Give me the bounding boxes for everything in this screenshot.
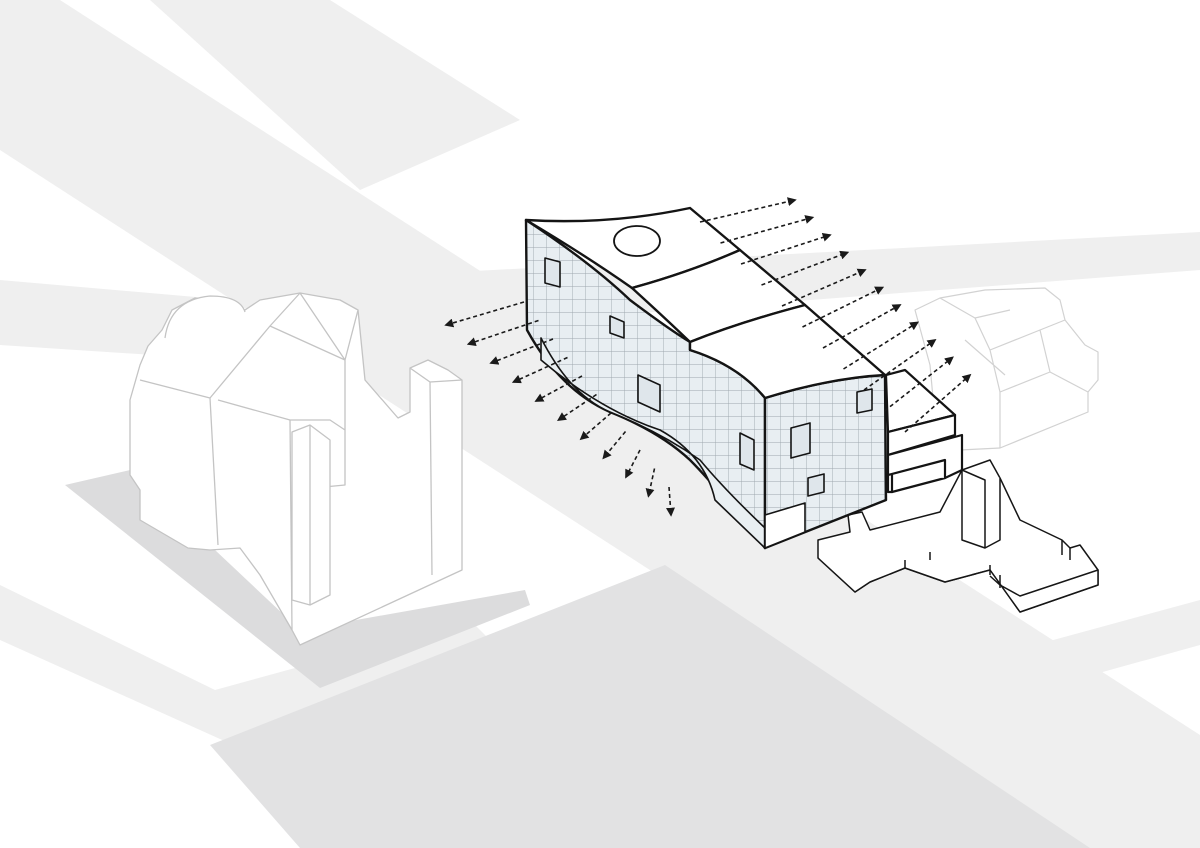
pavilion-tower [961,469,1001,549]
window [739,432,755,471]
context-gable [409,367,463,576]
window [609,315,625,339]
airflow-arrow-southwest [511,356,568,384]
airflow-arrow-southwest [625,449,641,479]
main-facade-southeast-base [764,502,806,549]
window [637,374,661,413]
window [807,473,825,497]
annex-step [886,458,947,494]
airflow-arrows-northeast [699,197,972,433]
window [544,257,561,288]
airflow-arrow-northeast [863,338,937,391]
street-lower-east [870,600,1200,720]
annex-block [884,368,964,494]
window [790,422,811,459]
window [856,388,873,414]
airflow-arrow-northeast [822,304,902,349]
annex-upper-face [886,413,957,457]
airflow-arrows-southwest [444,301,675,517]
airflow-arrow-southwest [645,468,656,498]
context-dome [164,295,246,339]
airflow-arrow-southwest [466,319,539,346]
airflow-arrow-northeast [884,356,954,412]
street-diagonal-upper [150,0,520,190]
airflow-arrow-northeast [761,250,850,286]
context-roof-ridges [139,292,359,631]
roof-segment-south [688,303,887,400]
facade-windows [544,257,873,497]
main-base-plinth [540,337,766,549]
east-block-roofs [939,297,1089,448]
airflow-arrow-northeast [904,373,972,433]
airflow-arrow-northeast [720,215,815,244]
context-pavilion [817,459,1099,613]
airflow-arrow-southwest [665,486,675,517]
context-building-east [914,287,1099,451]
airflow-arrow-southwest [534,375,583,402]
airflow-arrow-southwest [557,393,597,422]
pavilion-front-face [817,557,1099,613]
airflow-arrow-northeast [843,321,920,370]
airflow-arrow-southwest [602,430,627,460]
main-building [524,206,964,550]
airflow-arrow-northeast [699,197,797,223]
open-plaza [210,565,1090,848]
context-building-west [129,292,463,646]
context-tower [291,424,331,606]
airflow-arrow-northeast [781,268,867,307]
airflow-arrow-northeast [740,232,832,265]
pavilion-piers [904,540,1071,588]
airflow-arrow-northeast [802,286,885,328]
roof-skylight [613,225,661,257]
street-lower-west [0,585,500,748]
